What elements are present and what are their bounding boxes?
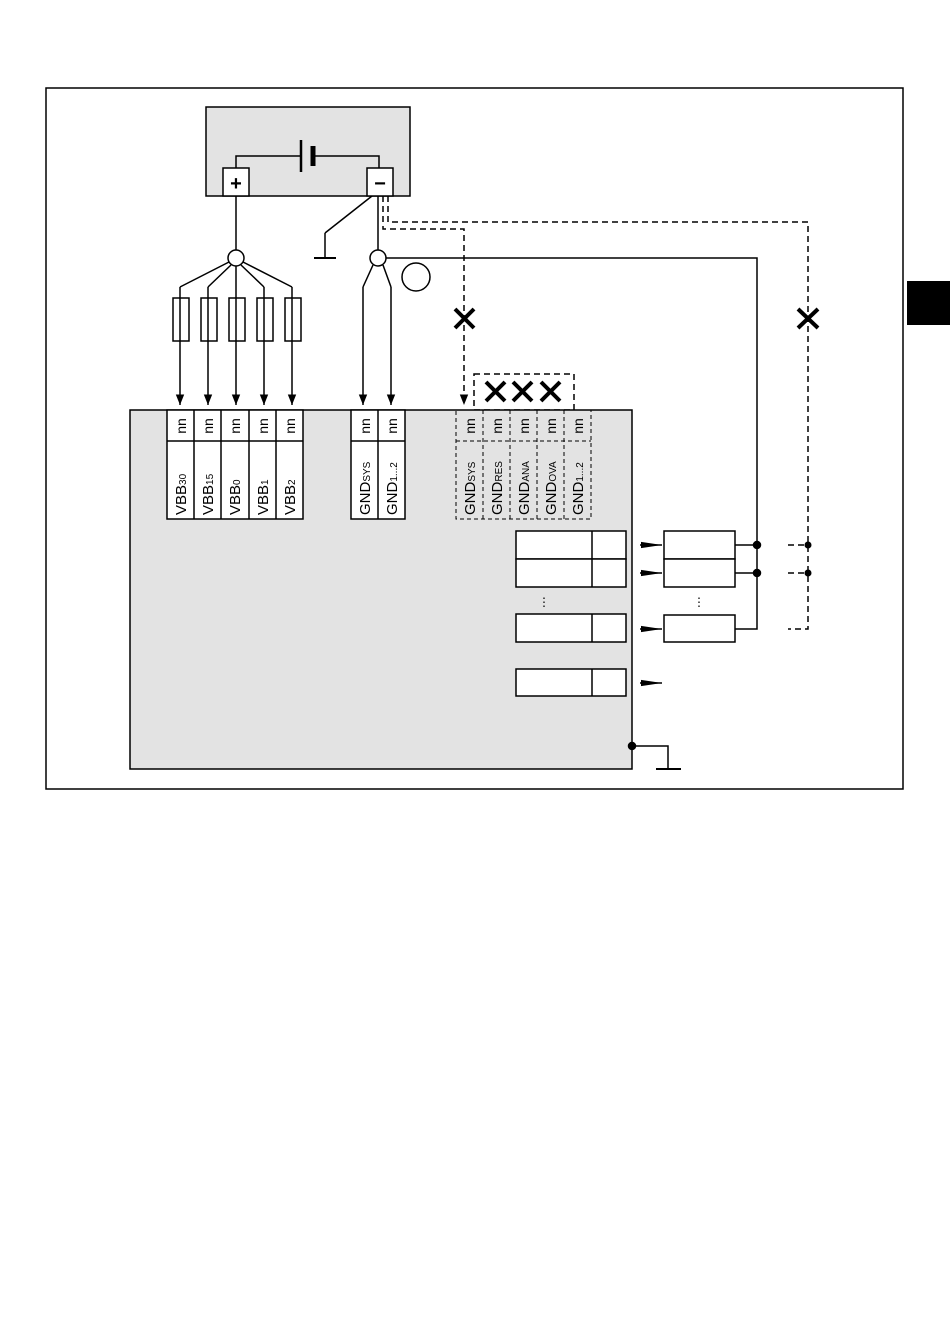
battery-box: + − — [206, 107, 410, 196]
plus-distribution — [180, 196, 292, 287]
cross-marks — [455, 309, 818, 401]
terminal-nn-label: nn — [255, 418, 271, 434]
terminal-nn-label: nn — [227, 418, 243, 434]
load-boxes — [664, 531, 735, 642]
output-block — [516, 559, 626, 587]
terminal-nn-label: nn — [173, 418, 189, 434]
output-arrows — [640, 545, 662, 683]
fuse-icon — [173, 287, 189, 405]
load-box — [664, 559, 735, 587]
fuse-row — [173, 287, 301, 405]
terminal-nn-label: nn — [489, 418, 505, 434]
cross-icon — [486, 382, 505, 401]
output-block — [516, 614, 626, 642]
output-ellipsis: ⋮ — [538, 595, 550, 609]
fuse-icon — [229, 287, 245, 405]
output-block — [516, 531, 626, 559]
plus-symbol: + — [230, 173, 242, 195]
fuse-icon — [201, 287, 217, 405]
fuse-icon — [257, 287, 273, 405]
load-ellipsis: ⋮ — [693, 595, 705, 609]
empty-circle-icon — [402, 263, 430, 291]
cross-icon — [513, 382, 532, 401]
terminal-nn-label: nn — [516, 418, 532, 434]
side-tab-marker — [907, 281, 950, 325]
terminal-nn-label: nn — [282, 418, 298, 434]
output-block — [516, 669, 626, 696]
cross-icon — [541, 382, 560, 401]
terminal-nn-label: nn — [200, 418, 216, 434]
minus-symbol: − — [374, 173, 386, 195]
load-box — [664, 615, 735, 642]
power-terminal-block: nn nn nn nn nn VBB30 VBB15 VBB0 VBB1 VBB… — [167, 410, 303, 519]
fuse-icon — [285, 287, 301, 405]
terminal-nn-label: nn — [384, 418, 400, 434]
terminal-nn-label: nn — [570, 418, 586, 434]
terminal-nn-label: nn — [357, 418, 373, 434]
output-blocks — [516, 531, 626, 696]
terminal-nn-label: nn — [462, 418, 478, 434]
housing-ground-icon — [629, 743, 682, 770]
terminal-nn-label: nn — [543, 418, 559, 434]
ground-terminal-block: nn nn GNDSYS GND1...2 — [351, 410, 405, 519]
load-box — [664, 531, 735, 559]
